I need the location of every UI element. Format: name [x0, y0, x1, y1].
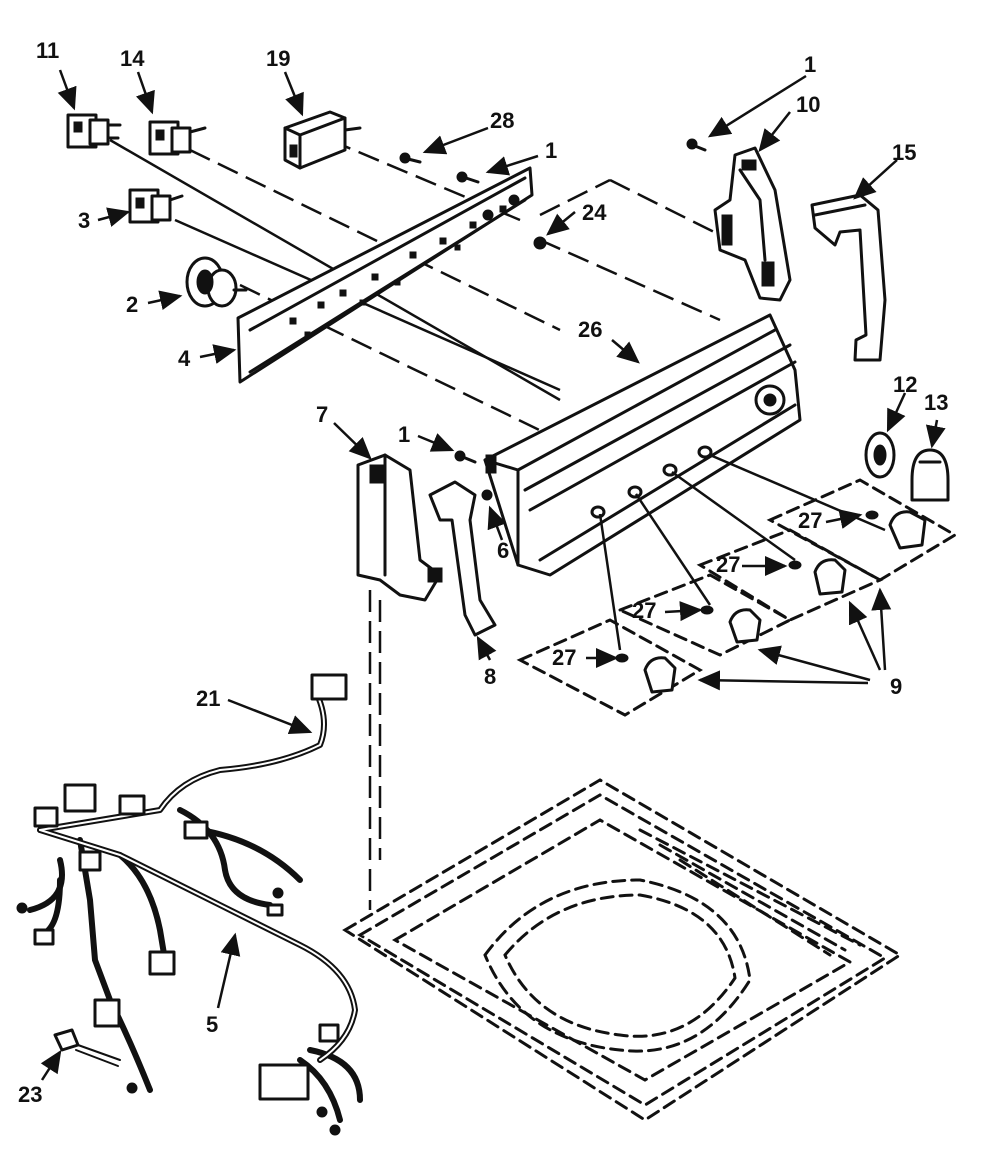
screw-part-28: [399, 152, 422, 164]
callout-21: 21: [196, 686, 220, 711]
callout-27-a: 27: [798, 508, 822, 533]
cover-part-8: [428, 480, 497, 637]
endcap-part-10: [713, 146, 792, 302]
callout-14: 14: [120, 46, 145, 71]
callout-19: 19: [266, 46, 290, 71]
callout-10: 10: [796, 92, 820, 117]
callout-11: 11: [36, 38, 59, 63]
switch-part-14: [148, 120, 207, 156]
screw-part-1-lower: [454, 450, 477, 464]
callout-1-lower: 1: [398, 422, 410, 447]
screw-part-24: [533, 236, 547, 250]
callout-labels: 11 14 19 28 1 1 10 15 3 24 2 26 4 7 1 12…: [18, 38, 948, 1107]
callout-3: 3: [78, 208, 90, 233]
cabinet-top-outline: [342, 778, 903, 1122]
console-panel-part-26: [483, 313, 802, 577]
switch-part-19: [283, 110, 362, 170]
callout-23: 23: [18, 1082, 42, 1107]
endcap-part-7: [356, 453, 443, 602]
screw-part-1-top-right: [686, 138, 707, 152]
callout-9: 9: [890, 674, 902, 699]
callout-13: 13: [924, 390, 948, 415]
callout-6: 6: [497, 538, 509, 563]
bracket-part-4: [236, 166, 534, 384]
callout-7: 7: [316, 402, 328, 427]
callout-5: 5: [206, 1012, 218, 1037]
switch-part-11: [66, 113, 122, 149]
knob-ring-part-12: [864, 431, 896, 479]
callout-27-d: 27: [552, 645, 576, 670]
screw-part-1-upper: [456, 171, 480, 184]
clip-part-23: [53, 1028, 121, 1067]
endcap-cover-part-15: [810, 193, 887, 362]
callout-arrows: [40, 69, 946, 1081]
selector-part-2: [185, 256, 248, 308]
screw-part-6: [481, 489, 493, 501]
callout-28: 28: [490, 108, 514, 133]
callout-4: 4: [178, 346, 191, 371]
callout-12: 12: [893, 372, 917, 397]
callout-27-b: 27: [716, 552, 740, 577]
callout-24: 24: [582, 200, 607, 225]
callout-1-top-right: 1: [804, 52, 816, 77]
callout-27-c: 27: [632, 598, 656, 623]
wire-harness-part-5: [16, 673, 363, 1136]
callout-26: 26: [578, 317, 602, 342]
knob-part-13: [910, 448, 950, 502]
callout-15: 15: [892, 140, 916, 165]
callout-8: 8: [484, 664, 496, 689]
callout-1-upper: 1: [545, 138, 557, 163]
switch-part-3: [128, 188, 184, 224]
callout-2: 2: [126, 292, 138, 317]
